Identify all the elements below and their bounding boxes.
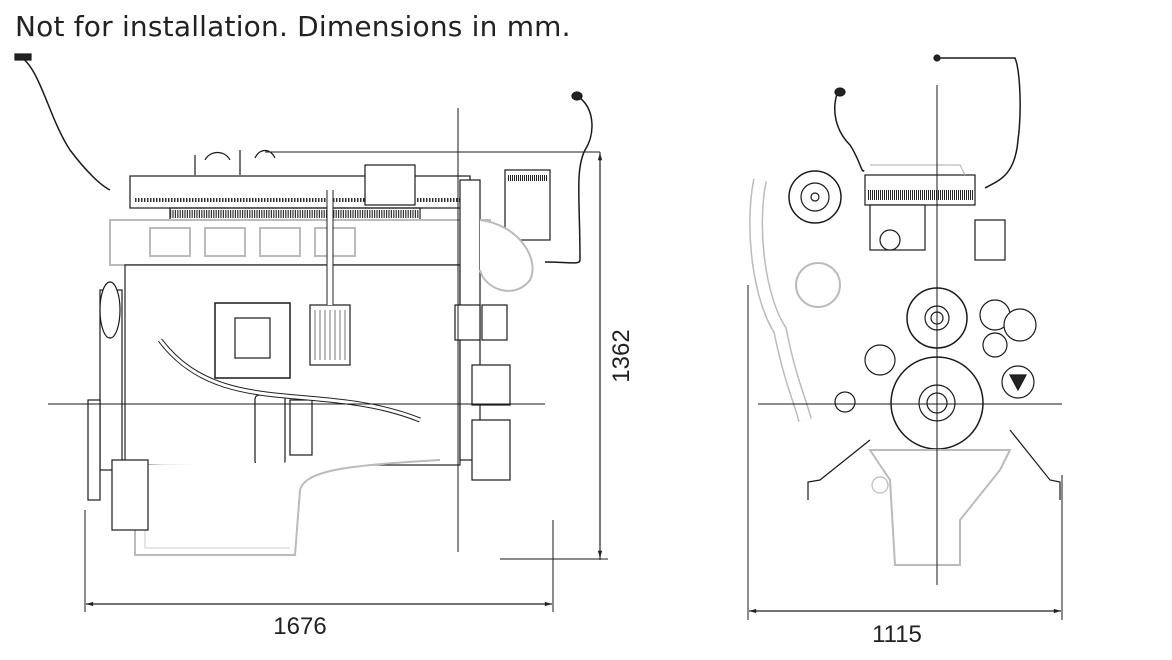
cable-connector-left xyxy=(14,53,32,61)
length-dimension-label: 1676 xyxy=(273,613,326,640)
engine-mount-right xyxy=(1009,429,1061,500)
sensor-cable-left xyxy=(21,57,111,191)
front-view xyxy=(747,54,1063,620)
cable-connector-right xyxy=(571,91,583,101)
oil-filter xyxy=(254,394,286,466)
front-sensor-cable-right xyxy=(937,57,1021,189)
side-view xyxy=(14,53,608,612)
ecu-box xyxy=(364,164,416,206)
sensor-cable-right xyxy=(544,97,593,264)
height-dimension-label: 1362 xyxy=(608,329,635,382)
engine-mount-left xyxy=(807,439,871,500)
disclaimer-note: Not for installation. Dimensions in mm. xyxy=(15,10,571,43)
width-dimension-label: 1115 xyxy=(872,621,922,648)
front-oil-pan xyxy=(868,449,1012,566)
oil-pan xyxy=(134,459,441,556)
rocker-cover xyxy=(129,175,471,209)
front-sensor-cable-left xyxy=(834,93,865,172)
